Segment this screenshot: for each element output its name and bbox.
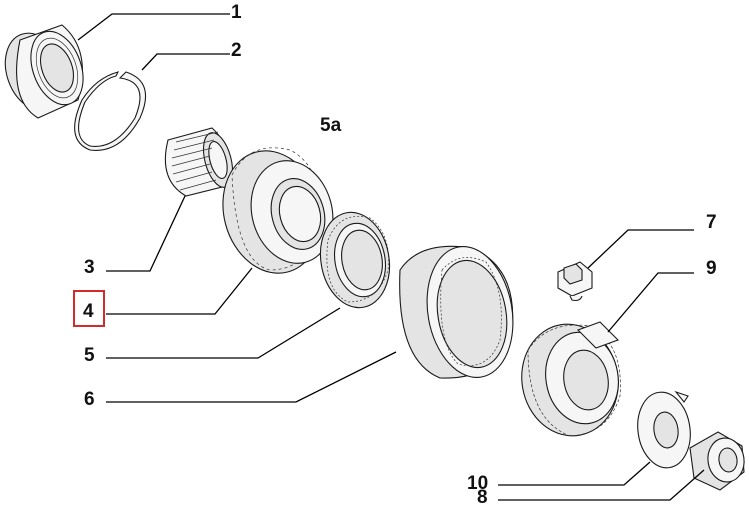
leader-9 bbox=[607, 272, 694, 333]
callout-4-highlight-box bbox=[73, 290, 105, 327]
callout-5: 5 bbox=[84, 345, 95, 366]
part-10-washer[interactable] bbox=[633, 389, 695, 471]
leader-8 bbox=[498, 469, 705, 501]
part-5-synchro-ring[interactable] bbox=[313, 207, 397, 313]
part-8-nut[interactable] bbox=[689, 431, 747, 491]
callout-5a: 5a bbox=[320, 115, 342, 136]
callout-8: 8 bbox=[477, 487, 488, 508]
callout-7: 7 bbox=[706, 212, 717, 233]
part-2-snap-ring[interactable] bbox=[74, 71, 147, 151]
callout-2: 2 bbox=[231, 40, 242, 61]
callout-1: 1 bbox=[231, 2, 242, 23]
callout-10: 10 bbox=[467, 473, 488, 494]
leader-5 bbox=[106, 307, 341, 359]
part-6-sliding-sleeve[interactable] bbox=[399, 240, 523, 385]
part-1-bearing[interactable] bbox=[0, 24, 93, 119]
part-7-shift-key[interactable] bbox=[557, 261, 593, 302]
callout-3: 3 bbox=[84, 257, 95, 278]
leader-4 bbox=[106, 267, 253, 315]
callout-9: 9 bbox=[706, 258, 717, 279]
leader-6 bbox=[106, 351, 397, 403]
callout-6: 6 bbox=[84, 389, 95, 410]
part-4-gear[interactable] bbox=[210, 140, 345, 285]
part-9-hub[interactable] bbox=[513, 317, 627, 444]
leader-10 bbox=[498, 461, 651, 486]
leader-3 bbox=[106, 195, 186, 272]
leader-1 bbox=[77, 13, 230, 41]
callout-4[interactable]: 4 bbox=[83, 301, 94, 322]
leader-7 bbox=[587, 229, 694, 269]
leader-2 bbox=[141, 53, 230, 71]
